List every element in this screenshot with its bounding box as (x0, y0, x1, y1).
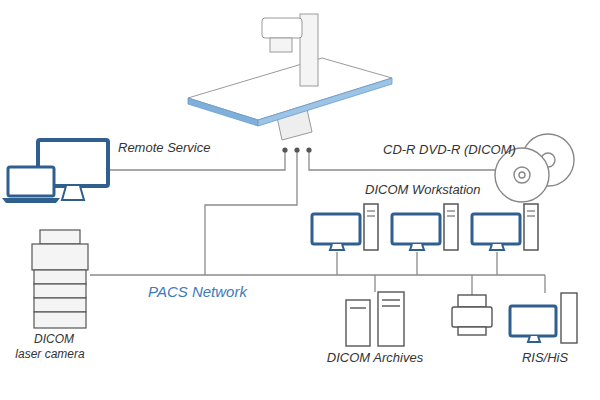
ris-icon (510, 293, 577, 343)
device-node: DICOM Workstation (305, 180, 580, 255)
port-dot (294, 147, 299, 152)
printer-tray (458, 327, 486, 335)
server-tower (346, 300, 370, 346)
archive-drop (374, 275, 375, 292)
workstation-drop (496, 252, 497, 275)
disc-hole (519, 172, 525, 178)
collimator (270, 38, 292, 52)
workstation-drop (336, 252, 337, 275)
workstation-icon (392, 204, 458, 250)
laptop-base (2, 198, 60, 203)
tube-head (262, 18, 302, 38)
device-label: CD-R DVD-R (DICOM) (383, 142, 523, 157)
server-slot (382, 299, 400, 300)
monitor-icon (510, 306, 556, 336)
device-node: RIS/HiS (500, 285, 590, 375)
laptop-screen (8, 167, 54, 196)
camera-body (32, 244, 88, 270)
device-label: Remote Service (118, 140, 214, 155)
remote-computers (2, 140, 108, 203)
workstation-icon (472, 204, 538, 250)
printer-icon (452, 295, 492, 335)
device-label: RIS/HiS (500, 350, 590, 365)
server-tower (561, 293, 577, 343)
server-slot (350, 307, 366, 308)
server-slot (382, 305, 400, 306)
camera-top (40, 230, 80, 244)
workstation-drop (416, 252, 417, 275)
xray-machine (188, 14, 392, 153)
monitor-stand (528, 336, 540, 342)
archive-icon (346, 292, 404, 346)
laser-camera-icon (32, 230, 88, 328)
device-node: DICOM Archives (310, 285, 440, 375)
device-label: DICOM laser camera (13, 332, 87, 362)
camera-drawer (34, 298, 86, 312)
printer-drop (471, 275, 472, 295)
workstation-icon (312, 204, 378, 250)
pacs-wire (205, 150, 297, 275)
port-dot (306, 147, 311, 152)
ris-drop (544, 275, 545, 293)
pacs-bus (90, 274, 545, 275)
device-label: DICOM Archives (310, 350, 440, 365)
disc-hub (514, 167, 530, 183)
printer-body (452, 307, 492, 327)
device-node: Remote Service (0, 135, 215, 207)
table-edge (258, 78, 392, 126)
network-label: PACS Network (148, 283, 247, 300)
printer-paper (458, 295, 486, 307)
device-label: DICOM Workstation (365, 182, 505, 197)
port-dot (282, 147, 287, 152)
monitor-stand (62, 186, 84, 200)
device-node: DICOM laser camera (12, 225, 102, 365)
camera-drawer (34, 312, 86, 328)
camera-drawer (34, 284, 86, 298)
table-edge (188, 98, 258, 126)
camera-drawer (34, 270, 86, 284)
machine-column (300, 14, 318, 86)
network-wires (90, 150, 545, 295)
server-tower (378, 292, 404, 346)
